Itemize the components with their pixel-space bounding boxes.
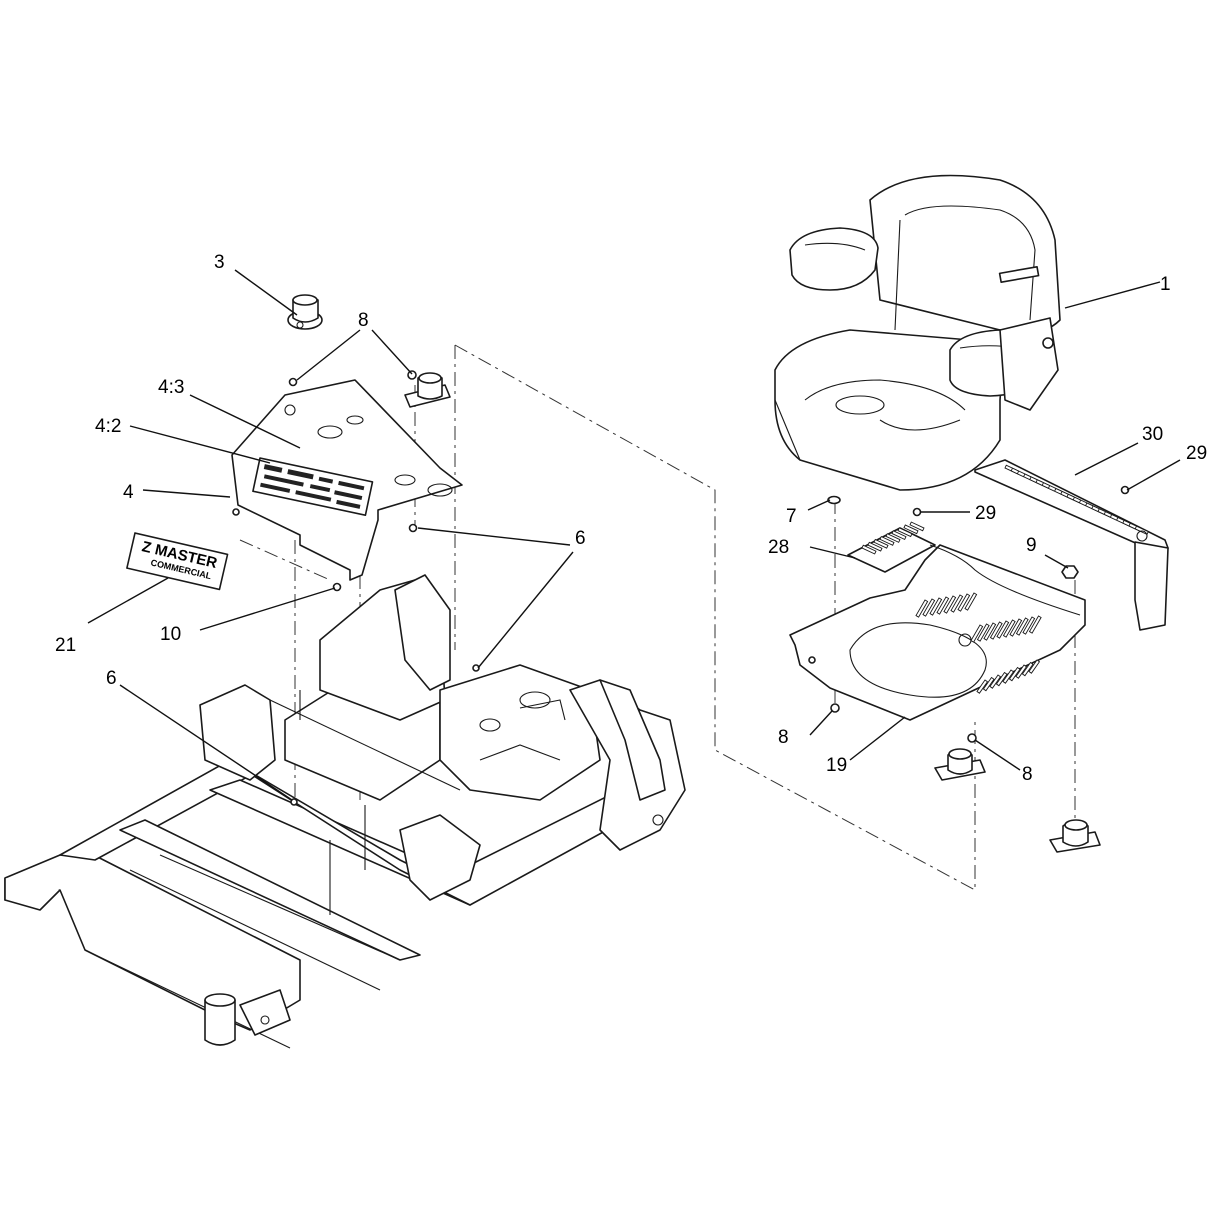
grille-slot — [1002, 669, 1015, 684]
callout-28: 28 — [768, 537, 789, 558]
grille-slot — [867, 541, 883, 552]
callout-9: 9 — [1026, 535, 1037, 556]
callout-4-3: 4:3 — [158, 377, 184, 398]
callout-8c: 8 — [1022, 764, 1033, 785]
floor-pan-19 — [789, 544, 1086, 721]
grille-slot — [976, 679, 989, 694]
decal-4-2 — [252, 457, 374, 516]
leader-lines — [87, 269, 1181, 801]
seat-1 — [774, 174, 1061, 491]
callout-labels: 1 3 4 4:2 4:3 6 6 7 8 8 8 9 10 19 21 28 … — [55, 252, 1207, 785]
grille-plate-28 — [847, 521, 936, 573]
grille-slot — [1002, 619, 1016, 638]
z-master-decal-21: Z MASTER COMMERCIAL — [126, 532, 229, 591]
grille-slot — [983, 622, 997, 641]
callout-30: 30 — [1142, 424, 1163, 445]
grille-slot — [929, 597, 943, 616]
grille-slot — [1028, 615, 1042, 634]
grille-slot — [976, 623, 990, 642]
grille-slot — [995, 671, 1008, 687]
fasteners-right — [830, 485, 1130, 743]
grille-slot — [950, 594, 964, 613]
grille-slot — [957, 593, 971, 612]
grille-slot — [1022, 616, 1036, 635]
fastener-10 — [332, 582, 342, 592]
heel-plate-slots — [1004, 464, 1149, 535]
grille-slot — [909, 521, 925, 532]
seat-mount-plate-4 — [231, 379, 463, 581]
grille-slot — [1008, 666, 1021, 682]
grille-slot — [1028, 659, 1041, 674]
grille-slot — [897, 527, 913, 538]
callout-1: 1 — [1160, 274, 1171, 295]
callout-10: 10 — [160, 624, 181, 645]
grille-slot — [943, 595, 957, 614]
grille-slot — [1015, 664, 1028, 679]
callout-8b: 8 — [778, 727, 789, 748]
grille-slot — [915, 599, 929, 618]
grille-slot — [1009, 618, 1023, 637]
grille-slot — [936, 596, 950, 615]
grille-slot — [885, 533, 901, 543]
grille-slot — [1015, 617, 1029, 636]
callout-29b: 29 — [1186, 443, 1207, 464]
grille-slot — [989, 621, 1003, 640]
callout-8a: 8 — [358, 310, 369, 331]
main-frame — [4, 574, 686, 1049]
grille-slot — [964, 592, 978, 611]
callout-21: 21 — [55, 635, 76, 656]
callout-6b: 6 — [106, 668, 117, 689]
grille-slot — [903, 524, 919, 535]
grille-slot — [922, 598, 936, 617]
callout-3: 3 — [214, 252, 225, 273]
isolator-mounts-right — [934, 748, 1101, 853]
grille-slot — [891, 530, 907, 541]
grille-slot — [996, 620, 1010, 639]
callout-7: 7 — [786, 506, 797, 527]
callout-6a: 6 — [575, 528, 586, 549]
callout-19: 19 — [826, 755, 847, 776]
grille-slot — [861, 544, 877, 555]
isolator-mount-upper — [288, 370, 451, 408]
callout-4: 4 — [123, 482, 134, 503]
grille-slot — [873, 538, 889, 549]
grille-slot — [879, 535, 895, 546]
washer-7 — [827, 495, 841, 505]
grille-slot — [989, 674, 1002, 689]
heel-plate-30 — [974, 459, 1169, 631]
grille-slot — [1021, 661, 1034, 677]
grille-slot — [982, 676, 995, 692]
grille-slot — [970, 624, 984, 643]
callout-29a: 29 — [975, 503, 996, 524]
callout-4-2: 4:2 — [95, 416, 121, 437]
